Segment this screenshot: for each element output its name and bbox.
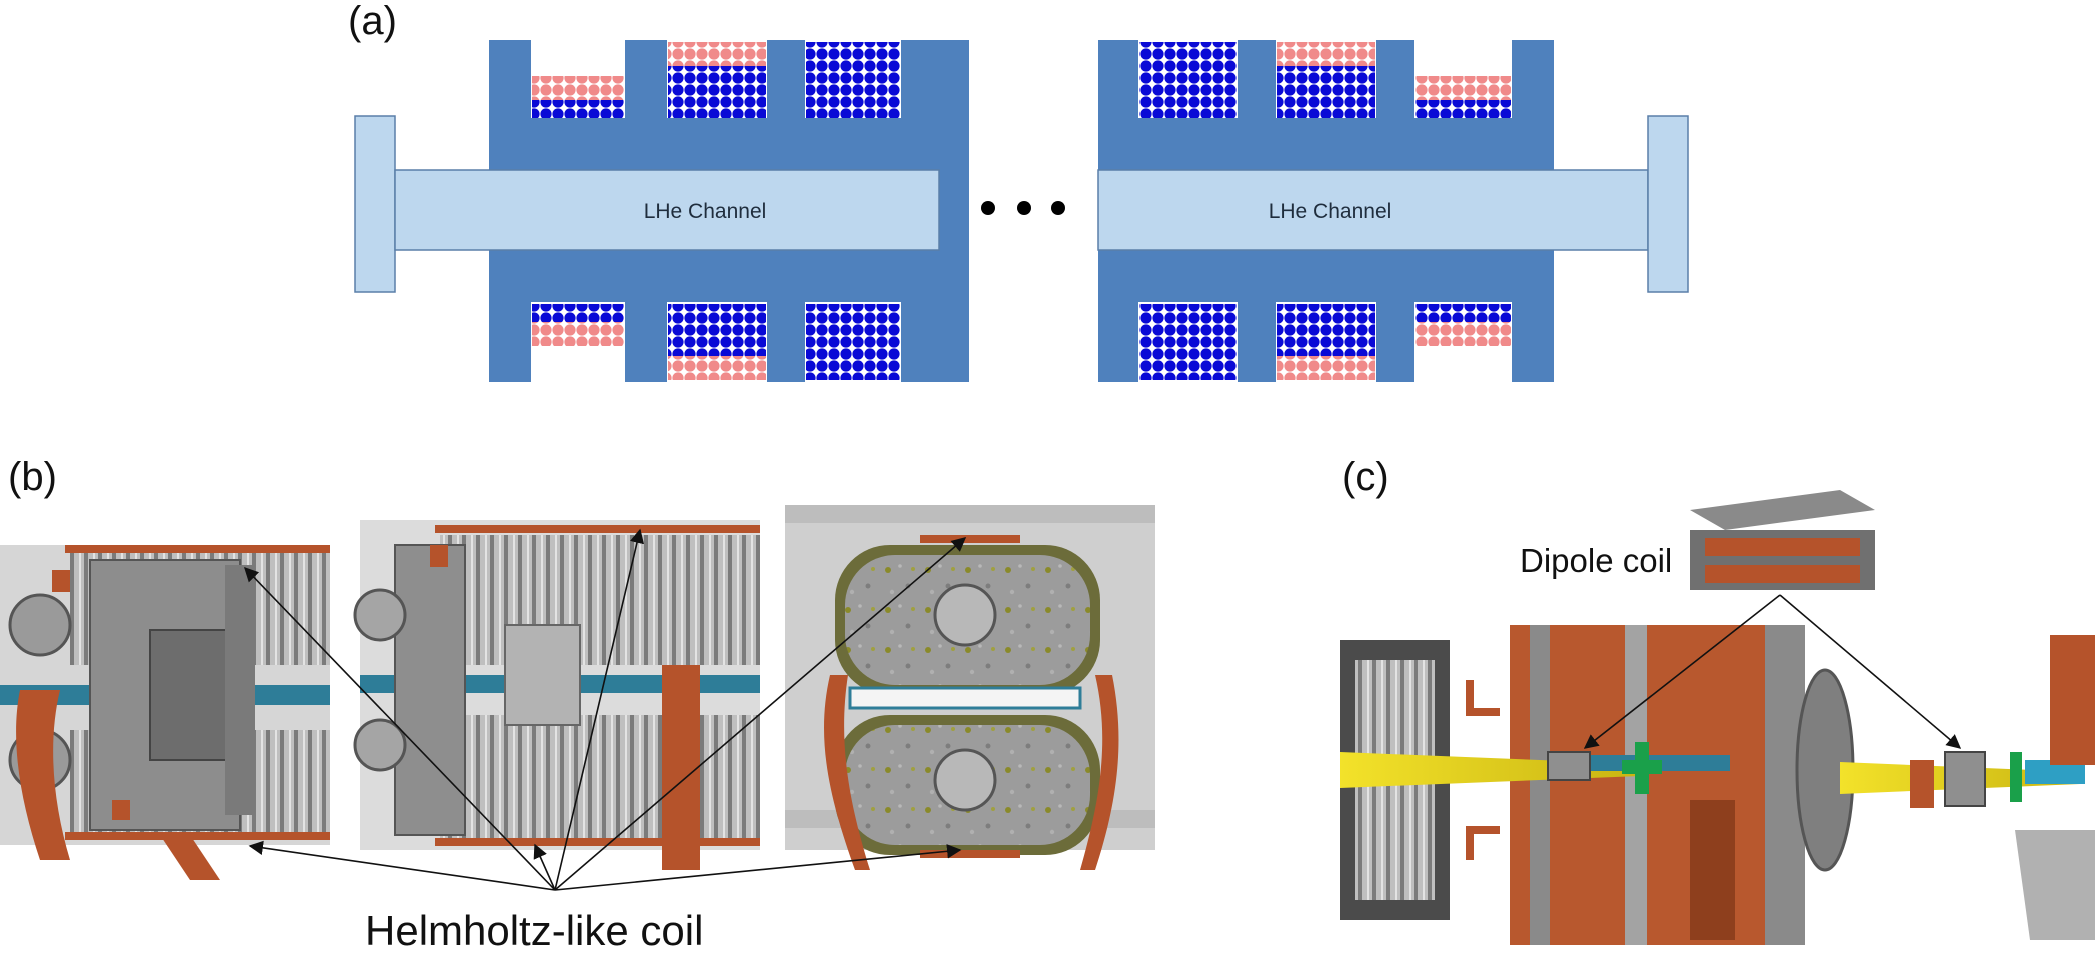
top-rail bbox=[785, 505, 1155, 523]
coil-blue bbox=[668, 304, 766, 356]
panel-c-label: (c) bbox=[1342, 455, 1389, 499]
coil-blue bbox=[1139, 304, 1237, 380]
panel-c-cad-views: (c) Dipole coil bbox=[1340, 455, 2095, 945]
coil-blue bbox=[532, 100, 624, 118]
end-flange-left bbox=[354, 115, 396, 293]
panel-b-cad-views: (b) bbox=[0, 455, 1155, 954]
coil-pink bbox=[1277, 42, 1375, 66]
dipole-coil-label: Dipole coil bbox=[1520, 542, 1672, 579]
panel-b-label: (b) bbox=[8, 455, 57, 499]
dipole-coil-lower bbox=[1705, 565, 1860, 583]
arrow bbox=[554, 528, 645, 891]
clamp-block bbox=[149, 629, 231, 761]
coil-pink bbox=[1415, 322, 1511, 346]
coil-blue bbox=[668, 66, 766, 118]
coil-blue bbox=[1415, 100, 1511, 118]
coil-blue bbox=[1415, 304, 1511, 322]
coil-blue bbox=[806, 304, 900, 380]
lhe-channel-right bbox=[1097, 169, 1649, 251]
copper-strap bbox=[1080, 675, 1119, 870]
dipole-block bbox=[1547, 751, 1591, 781]
arrow bbox=[533, 843, 556, 891]
arrow bbox=[244, 566, 556, 891]
panel-a-schematic: (a) LHe Channel bbox=[348, 0, 1689, 382]
clamp-block bbox=[504, 624, 581, 726]
coil-fins-lower bbox=[440, 715, 760, 840]
coil-top-copper bbox=[435, 525, 760, 533]
cad-view-1 bbox=[0, 545, 330, 880]
copper-lug bbox=[430, 545, 448, 567]
cad-view-2 bbox=[353, 520, 760, 870]
arrow bbox=[248, 840, 556, 891]
lhe-channel-label-left: LHe Channel bbox=[644, 200, 767, 223]
cad-view-3 bbox=[785, 505, 1155, 870]
copper-lug bbox=[52, 570, 70, 592]
lhe-channel-left bbox=[394, 169, 940, 251]
coil-fins-upper bbox=[440, 535, 760, 665]
copper-lead bbox=[1466, 680, 1500, 716]
dipole-callout-arrows bbox=[1583, 594, 1962, 749]
dipole-coil-model bbox=[1690, 490, 1875, 590]
green-flange bbox=[1622, 760, 1662, 774]
coil-pink bbox=[668, 42, 766, 66]
lhe-channel-label-right: LHe Channel bbox=[1269, 200, 1392, 223]
arrow bbox=[1583, 594, 1781, 749]
copper-block bbox=[1910, 760, 1934, 808]
copper-strap bbox=[2050, 635, 2095, 765]
steel-rib bbox=[1530, 625, 1550, 945]
copper-strap bbox=[16, 690, 71, 860]
copper-lead bbox=[160, 835, 220, 880]
support-plate bbox=[225, 565, 255, 815]
dipole-block bbox=[1944, 751, 1986, 807]
green-flange bbox=[2010, 752, 2022, 802]
coil-blue bbox=[1139, 42, 1237, 118]
dipole-yoke-top bbox=[1690, 490, 1875, 530]
dipole-coil-upper bbox=[1705, 538, 1860, 556]
arrow bbox=[1779, 594, 1962, 749]
coil-bottom-copper bbox=[435, 838, 760, 846]
cad-view-4 bbox=[1340, 625, 1805, 945]
panel-a-label: (a) bbox=[348, 0, 397, 43]
beam-gap bbox=[848, 686, 1082, 710]
copper-lug bbox=[112, 800, 130, 820]
coil-pink bbox=[1415, 76, 1511, 100]
coil-top-copper bbox=[920, 535, 1020, 543]
copper-strap bbox=[1690, 800, 1735, 940]
coil-bottom-copper bbox=[65, 832, 330, 840]
coil-pink bbox=[532, 76, 624, 100]
coil-bottom-copper bbox=[920, 850, 1020, 858]
ellipsis-dots-icon bbox=[981, 201, 1065, 215]
cad-view-5 bbox=[1795, 635, 2095, 940]
coil-top-copper bbox=[65, 545, 330, 553]
coil-blue bbox=[1277, 66, 1375, 118]
coil-pink bbox=[668, 356, 766, 380]
coil-pink bbox=[532, 322, 624, 346]
copper-strap bbox=[824, 675, 870, 870]
magnet-left: LHe Channel bbox=[354, 40, 969, 382]
copper-lead bbox=[1466, 826, 1500, 860]
coil-blue bbox=[1277, 304, 1375, 356]
bore-upper bbox=[933, 583, 997, 647]
bellows bbox=[353, 588, 407, 642]
helmholtz-callout-arrows bbox=[244, 528, 967, 891]
arrow bbox=[554, 537, 967, 891]
coil-blue bbox=[806, 42, 900, 118]
arrow bbox=[554, 844, 962, 891]
magnet-right: LHe Channel bbox=[1097, 40, 1689, 382]
support-block bbox=[2015, 830, 2095, 940]
helmholtz-coil-label: Helmholtz-like coil bbox=[365, 907, 703, 954]
coil-pink bbox=[1277, 356, 1375, 380]
copper-strap bbox=[662, 665, 700, 870]
coil-blue bbox=[532, 304, 624, 322]
bellows bbox=[8, 593, 72, 657]
end-flange-right bbox=[1647, 115, 1689, 293]
support-frame bbox=[394, 544, 466, 836]
bore-lower bbox=[933, 748, 997, 812]
bellows bbox=[353, 718, 407, 772]
